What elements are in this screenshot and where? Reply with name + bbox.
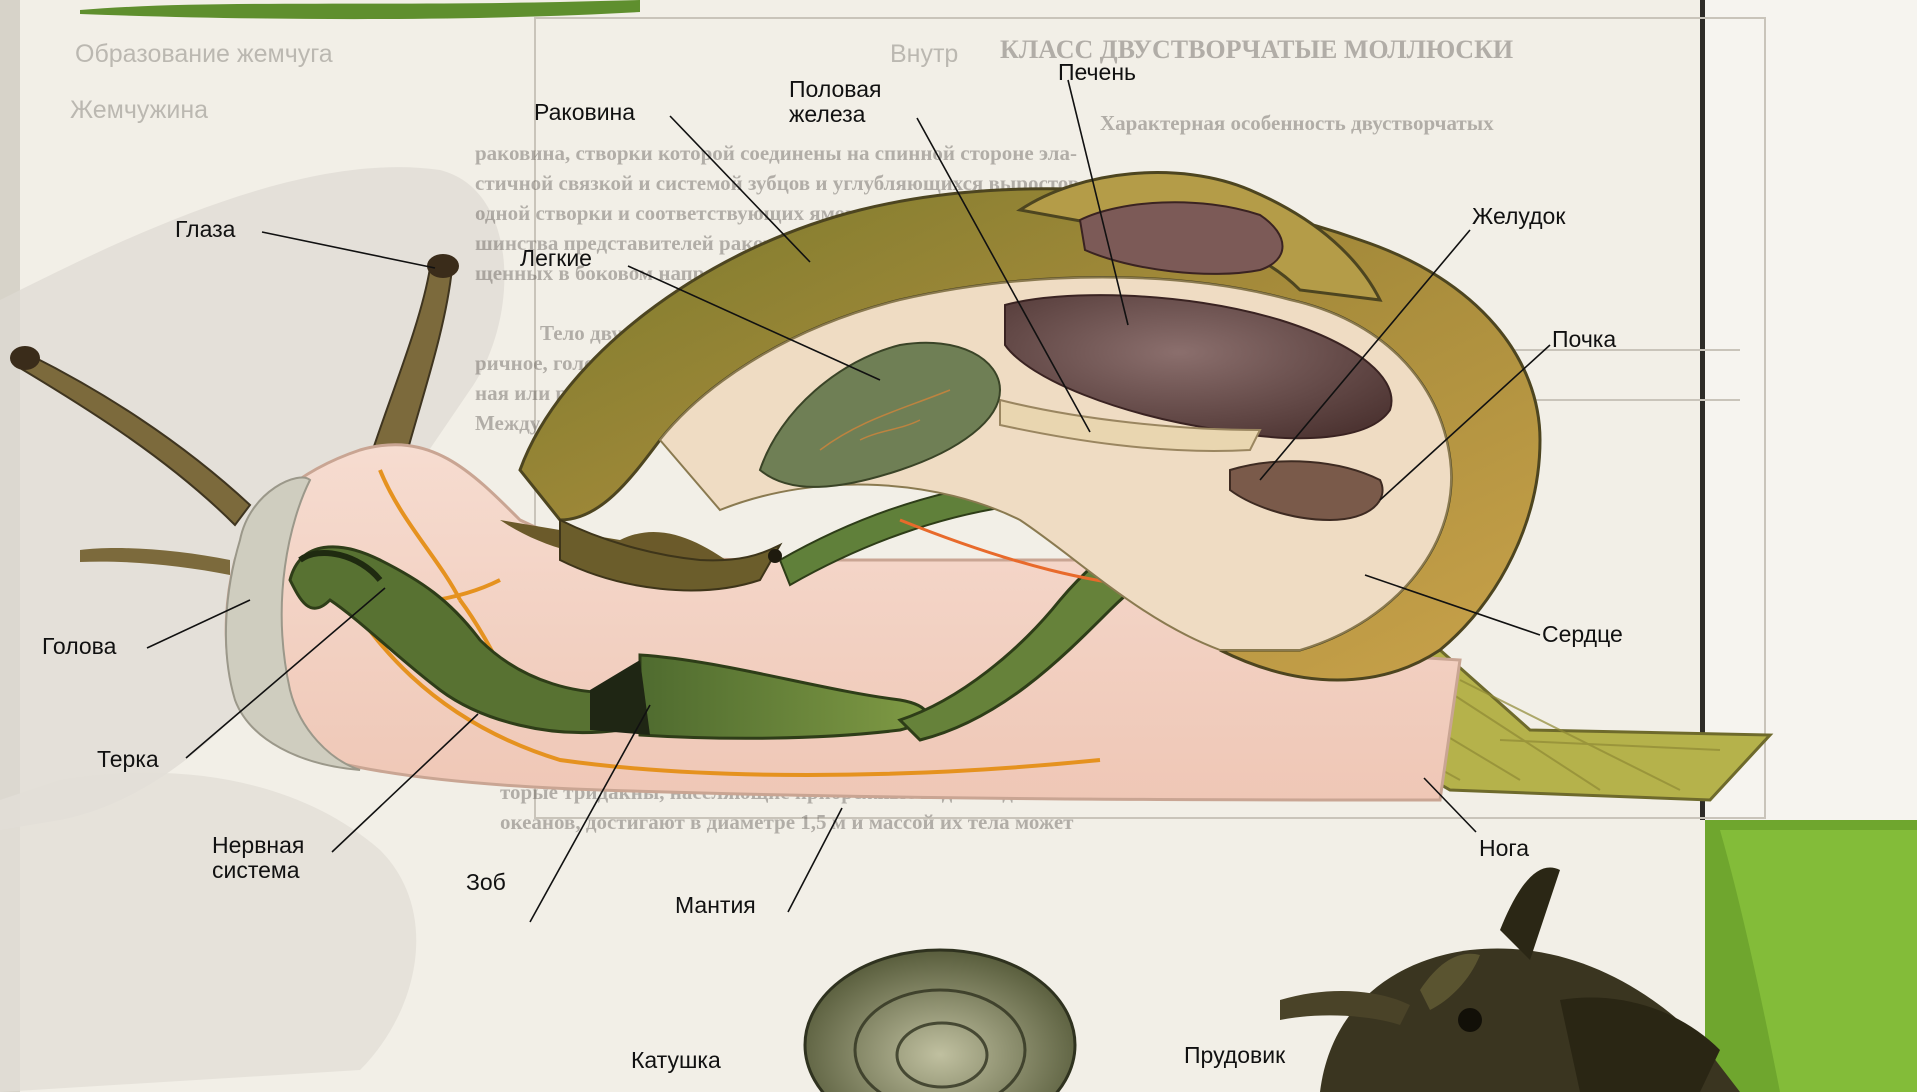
label-rakovina: Раковина [534, 100, 635, 125]
eye-lower [10, 346, 40, 370]
label-nervnaya-sistema: Нервная система [212, 833, 342, 884]
label-katushka: Катушка [631, 1048, 721, 1073]
label-pechen: Печень [1058, 60, 1136, 85]
label-glaza: Глаза [175, 217, 235, 242]
right-page [1705, 0, 1917, 820]
label-serdtse: Сердце [1542, 622, 1623, 647]
label-zob: Зоб [466, 870, 506, 895]
bg-line: Характерная особенность двустворчатых [1100, 111, 1494, 135]
pneumostome [768, 549, 782, 563]
bg-top-left-2: Жемчужина [70, 96, 208, 124]
eye-upper [427, 254, 459, 278]
page-edge-right [1700, 0, 1705, 820]
label-mantiya: Мантия [675, 893, 756, 918]
label-prudovik: Прудовик [1184, 1043, 1285, 1068]
bg-top-center: Внутр [890, 40, 958, 68]
label-golova: Голова [42, 634, 116, 659]
label-zheludok: Желудок [1472, 204, 1565, 229]
label-polovaya-zheleza: Половая железа [789, 77, 929, 128]
label-noga: Нога [1479, 836, 1529, 861]
bg-line: раковина, створки которой соединены на с… [475, 141, 1077, 165]
bg-top-left-1: Образование жемчуга [75, 40, 333, 68]
label-legkie: Легкие [520, 246, 592, 271]
label-pochka: Почка [1552, 327, 1616, 352]
label-terka: Терка [97, 747, 159, 772]
